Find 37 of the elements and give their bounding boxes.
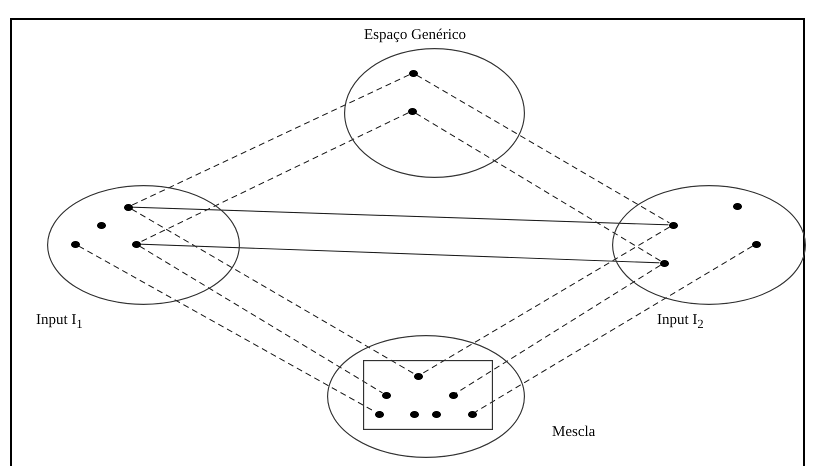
space-label: Input I$_{1}$ [36, 312, 83, 332]
dashed-line [140, 112, 408, 243]
dot [432, 410, 440, 418]
dot [124, 204, 132, 210]
blend-rectangle [363, 360, 493, 430]
dot [414, 372, 422, 380]
dashed-line [131, 208, 415, 374]
dashed-line [415, 112, 661, 262]
dot [382, 392, 390, 398]
dot [70, 240, 80, 248]
space-label: Mescla [552, 424, 596, 441]
space-circle [612, 185, 806, 305]
space-label: Input I$_{2}$ [657, 312, 704, 332]
space-circle [344, 48, 525, 178]
dot [408, 70, 418, 76]
dashed-line [421, 226, 670, 374]
dot [732, 202, 742, 210]
space-circle [327, 335, 525, 458]
dashed-line [475, 246, 753, 412]
dashed-line [416, 74, 670, 224]
dot [660, 260, 668, 266]
space-label: Espaço Genérico [364, 27, 466, 44]
dot [410, 410, 418, 418]
space-circle [47, 185, 240, 305]
dashed-line [132, 74, 410, 206]
dashed-line [139, 246, 383, 394]
dot [132, 240, 140, 248]
dot [752, 240, 760, 248]
dot [468, 410, 476, 418]
dot [448, 392, 458, 398]
dot [374, 410, 384, 418]
dot [96, 222, 106, 228]
dashed-line [456, 264, 661, 394]
dot [408, 108, 416, 114]
connector-line [132, 206, 669, 226]
connector-line [140, 244, 660, 264]
dot [668, 222, 678, 228]
